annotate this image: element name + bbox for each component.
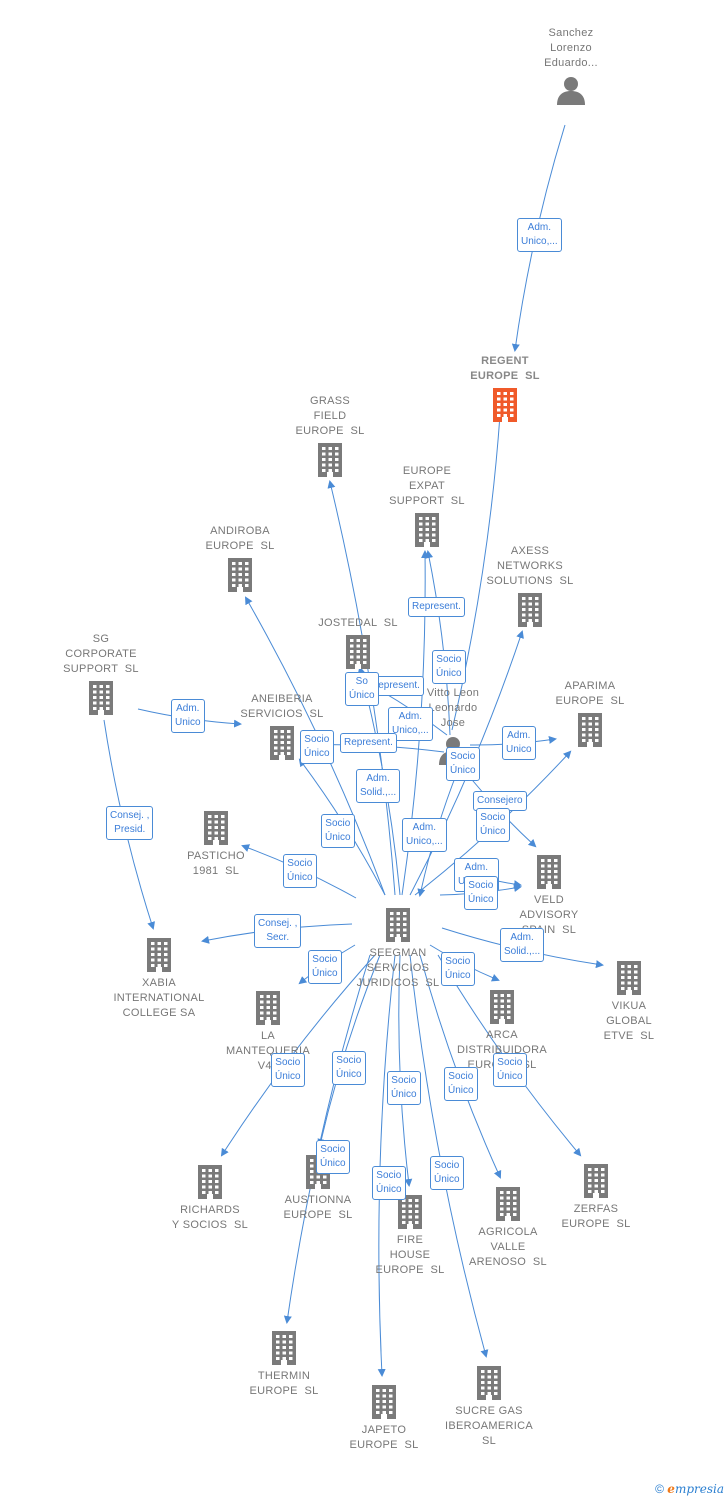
relation-badge[interactable]: Adm. Solid.,... (500, 928, 545, 962)
node-label: APARIMA EUROPE SL (555, 680, 625, 707)
copyright-symbol: © (655, 1482, 664, 1496)
node-label: PASTICHO 1981 SL (187, 850, 245, 877)
relation-badge[interactable]: Socio Único (464, 876, 498, 910)
relation-badge[interactable]: Represent. (367, 676, 424, 696)
node-label: VIKUA GLOBAL ETVE SL (603, 1000, 655, 1042)
building-icon (494, 1187, 522, 1226)
building-icon (576, 713, 604, 752)
edge-r_seeg_japeto (377, 954, 396, 1377)
node-label: ANEIBERIA SERVICIOS SL (240, 693, 324, 720)
node-label: JAPETO EUROPE SL (349, 1424, 419, 1451)
edge-r_vitto_expat (425, 550, 451, 736)
relation-badge[interactable]: Adm. Unico,... (388, 707, 433, 741)
node-label: AGRICOLA VALLE ARENOSO SL (469, 1226, 547, 1268)
relation-badge[interactable]: Consej. , Presid. (106, 806, 154, 840)
node-label: AXESS NETWORKS SOLUTIONS SL (486, 545, 574, 587)
building-icon (615, 961, 643, 1000)
relation-badge[interactable]: Socio Único (441, 952, 475, 986)
node-label: ANDIROBA EUROPE SL (205, 525, 275, 552)
building-icon (196, 1165, 224, 1204)
relation-badge[interactable]: Adm. Unico (502, 726, 536, 760)
node-label: SUCRE GAS IBEROAMERICA SL (445, 1405, 533, 1447)
building-icon (384, 908, 412, 947)
building-icon (145, 938, 173, 977)
building-icon (413, 513, 441, 552)
building-icon (226, 558, 254, 597)
node-label: SEEGMAN SERVICIOS JURIDICOS SL (356, 947, 440, 989)
node-label: SG CORPORATE SUPPORT SL (63, 633, 139, 675)
node-label: THERMIN EUROPE SL (249, 1370, 319, 1397)
edge-r_seeg_fire (398, 954, 413, 1187)
building-icon (582, 1164, 610, 1203)
relation-badge[interactable]: Socio Único (316, 1140, 350, 1174)
relation-badge[interactable]: Adm. Solid.,... (356, 769, 401, 803)
relation-badge[interactable]: Adm. Unico (171, 699, 205, 733)
relation-badge[interactable]: Socio Único (444, 1067, 478, 1101)
node-label: AUSTIONNA EUROPE SL (283, 1194, 353, 1221)
node-label: LA MANTEQUERIA V45 (226, 1030, 310, 1072)
relation-badge[interactable]: Socio Único (493, 1053, 527, 1087)
relation-badge[interactable]: Socio Único (271, 1053, 305, 1087)
relation-badge[interactable]: Adm. Unico,... (402, 818, 447, 852)
building-icon (87, 681, 115, 720)
person-icon (556, 75, 586, 110)
edge-r_seeg_austionna (317, 954, 381, 1147)
relation-badge[interactable]: Socio Único (308, 950, 342, 984)
edge-r_vitto_regent (451, 413, 504, 731)
building-icon (268, 726, 296, 765)
relation-badge[interactable]: Socio Único (476, 808, 510, 842)
building-icon (516, 593, 544, 632)
edge-r_seeg_richards (220, 954, 376, 1157)
relation-badge[interactable]: Consej. , Secr. (254, 914, 302, 948)
relation-badge[interactable]: Socio Único (387, 1071, 421, 1105)
building-icon (488, 990, 516, 1029)
node-label: FIRE HOUSE EUROPE SL (375, 1234, 445, 1276)
building-icon (535, 855, 563, 894)
relation-badge[interactable]: Socio Único (432, 650, 466, 684)
relation-badge[interactable]: Socio Único (283, 854, 317, 888)
node-label: Sanchez Lorenzo Eduardo... (544, 27, 598, 69)
relation-badge[interactable]: Socio Único (300, 730, 334, 764)
node-label: REGENT EUROPE SL (470, 355, 540, 382)
node-label: ZERFAS EUROPE SL (561, 1203, 631, 1230)
brand-logo[interactable]: empresia (667, 1482, 724, 1496)
node-label: GRASS FIELD EUROPE SL (295, 395, 365, 437)
node-label: EUROPE EXPAT SUPPORT SL (389, 465, 465, 507)
node-label: XABIA INTERNATIONAL COLLEGE SA (113, 977, 205, 1019)
relation-badge[interactable]: Socio Único (321, 814, 355, 848)
building-icon (254, 991, 282, 1030)
relation-badge[interactable]: Socio Único (372, 1166, 406, 1200)
relation-badge[interactable]: Represent. (340, 733, 397, 753)
building-icon (316, 443, 344, 482)
relation-badge[interactable]: Socio Único (430, 1156, 464, 1190)
relation-badge[interactable]: Socio Único (332, 1051, 366, 1085)
edge-r_seeg_thermin (283, 954, 371, 1324)
node-label: Vitto Leon Leonardo Jose (426, 687, 480, 729)
node-label: JOSTEDAL SL (318, 617, 398, 629)
building-icon (344, 635, 372, 674)
relation-badge[interactable]: Socio Único (446, 747, 480, 781)
building-icon (270, 1331, 298, 1370)
relation-badge[interactable]: Adm. Unico,... (517, 218, 562, 252)
building-icon (396, 1195, 424, 1234)
building-icon (202, 811, 230, 850)
node-label: RICHARDS Y SOCIOS SL (171, 1204, 249, 1231)
building-icon (491, 388, 519, 427)
building-icon (370, 1385, 398, 1424)
relation-badge[interactable]: Represent. (408, 597, 465, 617)
footer: © empresia (655, 1482, 724, 1496)
relation-badge[interactable]: So Único (345, 672, 379, 706)
building-icon (475, 1366, 503, 1405)
